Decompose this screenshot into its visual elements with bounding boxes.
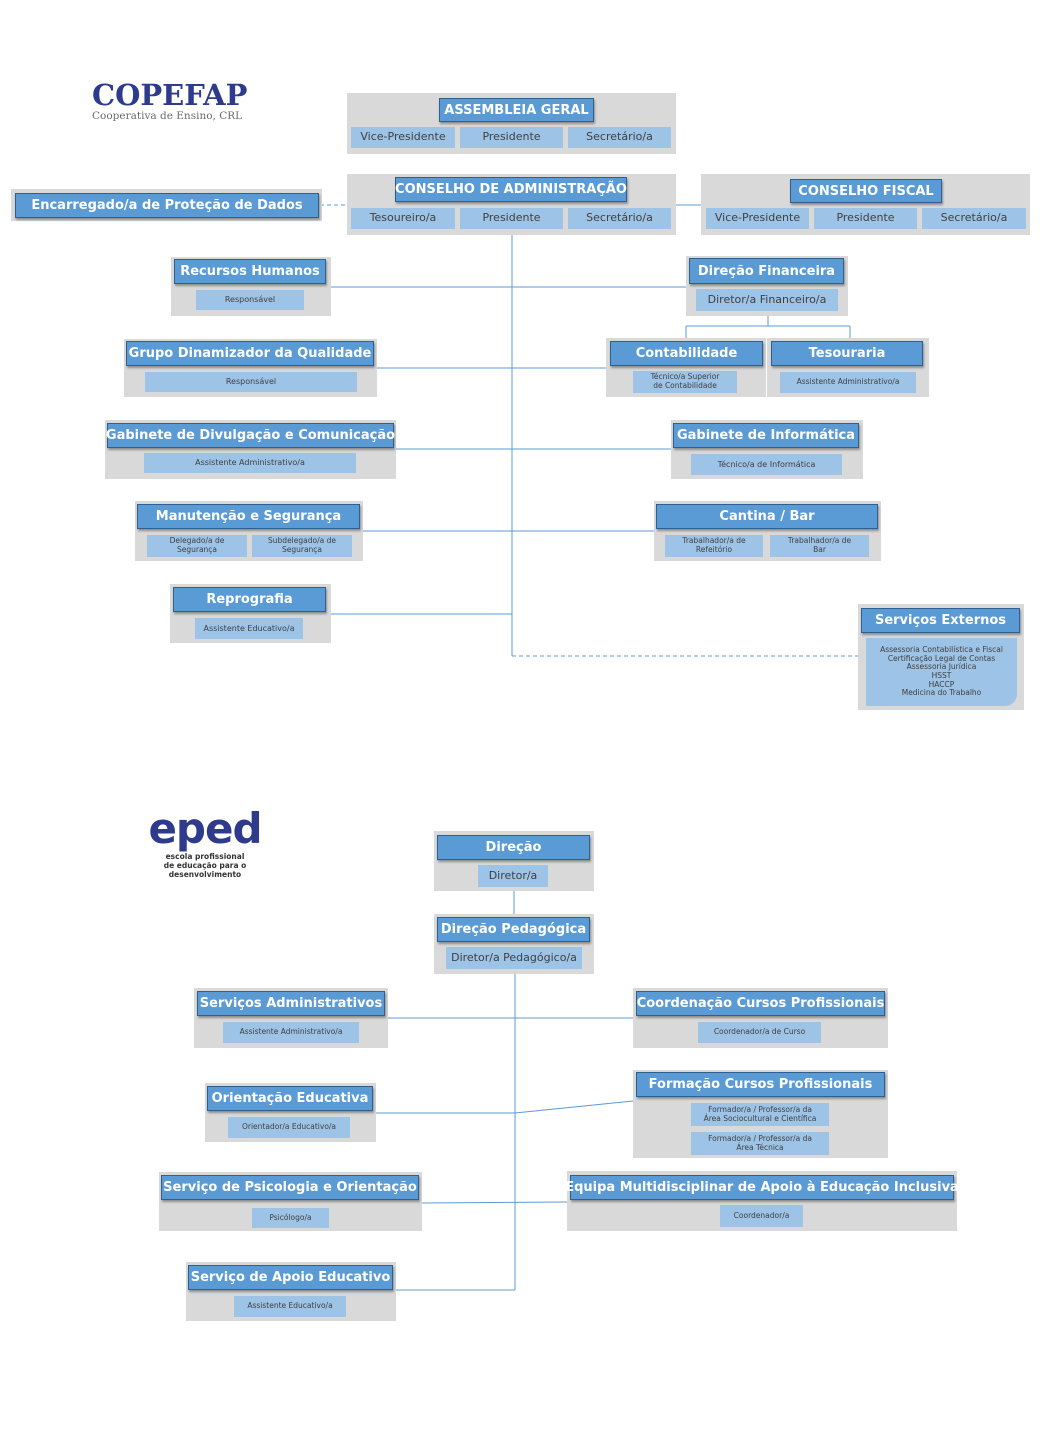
copefap-logo-tagline: Cooperativa de Ensino, CRL [92,110,243,122]
external-services-title: Serviços Externos [861,608,1020,633]
educational-support-title: Serviço de Apoio Educativo [188,1265,393,1290]
safety-subdelegate: Subdelegado/a de Segurança [252,535,352,557]
guidance-advisor: Orientador/a Educativo/a [228,1117,350,1138]
inclusion-team-title: Equipa Multidisciplinar de Apoio à Educa… [565,1175,959,1200]
fiscal-vice-president: Vice-Presidente [706,208,809,229]
communication-title: Gabinete de Divulgação e Comunicação [106,423,395,448]
communication-assistant: Assistente Administrativo/a [144,453,356,473]
reprography-title: Reprografia [173,587,326,612]
sociocultural-trainer: Formador/a / Professor/a da Área Sociocu… [691,1103,829,1126]
psychology-title: Serviço de Psicologia e Orientação [161,1175,419,1200]
hr-responsible: Responsável [196,290,304,310]
bar-worker: Trabalhador/a de Bar [770,535,869,557]
psychology-inclusion-link [421,1201,568,1204]
course-coordinator: Coordenador/a de Curso [698,1022,821,1043]
educational-support-assistant: Assistente Educativo/a [234,1296,346,1317]
fiscal-council-title: CONSELHO FISCAL [790,179,942,203]
inclusion-coordinator: Coordenador/a [720,1205,803,1227]
canteen-title: Cantina / Bar [656,504,878,529]
hr-title: Recursos Humanos [174,259,326,284]
board-president: Presidente [460,208,563,229]
quality-title: Grupo Dinamizador da Qualidade [126,341,374,366]
assembly-vice-president: Vice-Presidente [351,127,455,148]
canteen-worker: Trabalhador/a de Refeitório [665,535,763,557]
assembly-secretary: Secretário/a [568,127,671,148]
quality-responsible: Responsável [145,372,357,392]
treasury-title: Tesouraria [771,341,923,366]
copefap-logo: COPEFAP Cooperativa de Ensino, CRL [92,80,247,122]
fiscal-president: Presidente [814,208,917,229]
it-title: Gabinete de Informática [673,423,859,448]
finance-title: Direção Financeira [689,258,844,284]
assembly-president: Presidente [460,127,563,148]
eped-direction-title: Direção [437,835,590,860]
coordination-title: Coordenação Cursos Profissionais [636,991,885,1016]
eped-logo-line1: escola profissional [165,852,245,861]
eped-logo-name: eped [148,804,262,853]
safety-delegate: Delegado/a de Segurança [147,535,247,557]
accounting-technician: Técnico/a Superior de Contabilidade [633,371,737,393]
copefap-logo-name: COPEFAP [92,78,248,112]
treasury-assistant: Assistente Administrativo/a [780,372,916,393]
it-technician: Técnico/a de Informática [691,454,842,475]
eped-director: Diretor/a [478,865,548,887]
board-secretary: Secretário/a [568,208,671,229]
training-link [514,1100,634,1114]
board-treasurer: Tesoureiro/a [351,208,455,229]
board-title: CONSELHO DE ADMINISTRAÇÃO [395,177,627,202]
reprography-assistant: Assistente Educativo/a [195,618,303,639]
eped-logo: eped escola profissional de educação par… [135,804,275,880]
pedagogical-direction-title: Direção Pedagógica [437,917,590,942]
external-services-list: Assessoria Contabilística e Fiscal Certi… [866,638,1017,706]
guidance-title: Orientação Educativa [207,1086,373,1111]
pedagogical-director: Diretor/a Pedagógico/a [446,947,582,969]
training-title: Formação Cursos Profissionais [636,1072,885,1097]
admin-services-assistant: Assistente Administrativo/a [223,1022,359,1043]
accounting-title: Contabilidade [610,341,763,366]
psychologist: Psicólogo/a [252,1208,329,1228]
data-protection-title: Encarregado/a de Proteção de Dados [15,193,319,218]
general-assembly-title: ASSEMBLEIA GERAL [439,98,594,122]
admin-services-title: Serviços Administrativos [197,991,385,1016]
technical-trainer: Formador/a / Professor/a da Área Técnica [691,1132,829,1155]
finance-director: Diretor/a Financeiro/a [696,289,838,311]
maintenance-title: Manutenção e Segurança [137,504,360,529]
fiscal-secretary: Secretário/a [922,208,1026,229]
eped-logo-line2: de educação para o desenvolvimento [163,861,247,879]
